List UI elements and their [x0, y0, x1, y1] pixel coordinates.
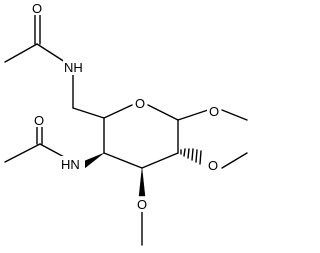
- bond-carbonyl-nh-top: [36, 43, 66, 63]
- chemical-structure: O NH O O O HN O O: [4, 1, 248, 246]
- pyranose-ring: [103, 104, 179, 169]
- bond-ch2-c5: [72, 107, 105, 119]
- lower-acetamide-group: [4, 125, 105, 169]
- bond-methyl-carbonyl-top: [4, 43, 38, 63]
- bold-wedge-c3: [138, 167, 146, 197]
- bond-ring-o-c1: [147, 104, 179, 121]
- atom-o-methoxy-c3: O: [137, 197, 147, 212]
- atom-labels: O NH O O O HN O O: [31, 1, 221, 212]
- bond-o-methyl-c2: [221, 152, 248, 169]
- bond-c3-c4: [103, 152, 143, 169]
- atom-o-ring: O: [135, 96, 145, 111]
- hashed-wedge-c2: [180, 148, 202, 165]
- atom-nh-top: NH: [64, 60, 83, 75]
- methoxy-c2-group: [180, 148, 248, 169]
- bond-o-methyl-c1: [221, 109, 248, 121]
- atom-o-methoxy-c1: O: [209, 104, 219, 119]
- bond-c2-c3: [141, 152, 179, 169]
- atom-o-carbonyl-top: O: [32, 1, 42, 16]
- upper-acetamide-group: [4, 13, 105, 119]
- bold-wedge-c4: [81, 152, 105, 169]
- bond-c1-o: [177, 109, 209, 121]
- bond-hn-carbonyl-left: [39, 143, 67, 159]
- bond-carbonyl-methyl-left: [4, 143, 41, 163]
- methoxy-c3-group: [138, 167, 146, 246]
- atom-hn-left: HN: [61, 157, 80, 172]
- methoxy-c1-group: [177, 109, 248, 121]
- atom-o-carbonyl-left: O: [34, 113, 44, 128]
- atom-o-methoxy-c2: O: [208, 158, 218, 173]
- bond-c5-ring-o: [103, 104, 133, 119]
